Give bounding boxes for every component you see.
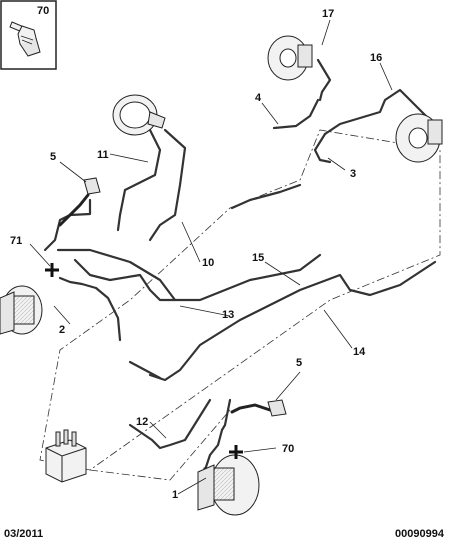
callout-11: 11 (97, 149, 109, 161)
diagram-code: 00090994 (395, 528, 444, 540)
rear-left-disc (267, 35, 313, 81)
bolt-icon (9, 21, 41, 57)
callouts: 17 16 4 3 5 11 10 71 15 13 2 14 5 12 70 … (10, 8, 382, 501)
plus-marker-71 (45, 263, 59, 277)
plus-marker-70 (229, 445, 243, 459)
callout-4: 4 (255, 92, 262, 104)
callout-70: 70 (282, 443, 294, 455)
rear-hose-5b (230, 403, 272, 414)
front-hose-5a (58, 193, 90, 227)
callout-10: 10 (202, 257, 214, 269)
brake-booster (112, 94, 166, 136)
callout-17: 17 (322, 8, 334, 20)
connector-rear (267, 399, 287, 417)
callout-5-rear: 5 (296, 357, 302, 369)
inset-box: 70 (0, 0, 57, 70)
callout-15: 15 (252, 252, 264, 264)
front-right-caliper (197, 454, 260, 516)
callout-71: 71 (10, 235, 22, 247)
callout-12: 12 (136, 416, 148, 428)
brake-lines (43, 58, 437, 482)
leader-lines (29, 19, 393, 495)
abs-unit (45, 429, 87, 483)
front-left-caliper (0, 285, 43, 335)
callout-2: 2 (59, 324, 65, 336)
callout-14: 14 (353, 346, 366, 358)
callout-1: 1 (172, 489, 178, 501)
callout-3: 3 (350, 168, 356, 180)
rear-right-disc (395, 113, 443, 163)
callout-13: 13 (222, 309, 234, 321)
revision-date: 03/2011 (4, 528, 44, 540)
flexible-hoses (58, 193, 272, 414)
callout-16: 16 (370, 52, 382, 64)
chassis-outline (39, 129, 441, 481)
inset-part-number: 70 (37, 5, 49, 17)
connector-front (83, 177, 101, 195)
callout-5-front: 5 (50, 151, 56, 163)
